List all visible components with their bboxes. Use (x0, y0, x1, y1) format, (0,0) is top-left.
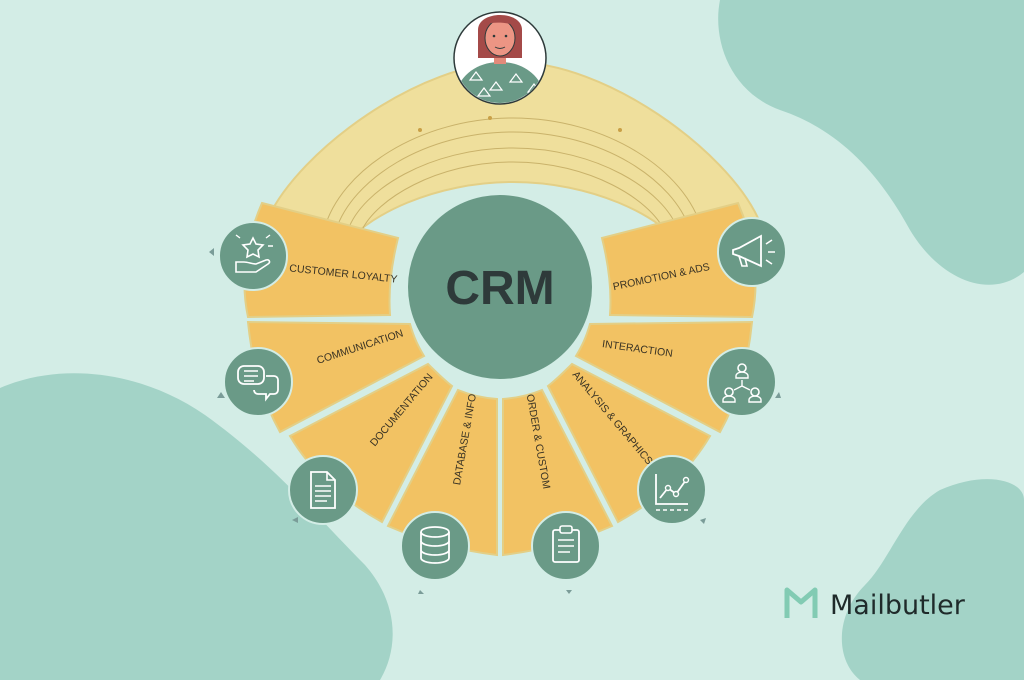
people-network-icon (707, 347, 777, 417)
ring-connector-lines (323, 117, 703, 231)
line-chart-icon (637, 455, 707, 525)
arrow-marker (700, 518, 706, 524)
arrow-marker (292, 517, 298, 523)
arrow-marker (217, 392, 225, 398)
arrow-marker (775, 392, 781, 398)
megaphone-icon (717, 217, 787, 287)
background-blob-bottom-left (0, 373, 393, 680)
segment-order-custom (502, 388, 614, 557)
arrow-marker (418, 590, 424, 594)
outer-ring (266, 60, 760, 254)
chat-bubbles-icon (223, 347, 293, 417)
hand-star-icon (218, 221, 288, 291)
document-icon (288, 455, 358, 525)
arrow-marker (566, 590, 572, 594)
database-icon (400, 511, 470, 581)
person-avatar-icon (453, 11, 547, 105)
crm-center-label: CRM (445, 262, 554, 315)
brand-name: Mailbutler (830, 590, 966, 621)
background-blob-top-right (718, 0, 1024, 285)
mailbutler-m-logo (784, 587, 818, 618)
arrow-marker (209, 248, 214, 256)
clipboard-icon (531, 511, 601, 581)
background-blob-bottom-right (841, 479, 1024, 680)
crm-center-circle (408, 195, 592, 379)
